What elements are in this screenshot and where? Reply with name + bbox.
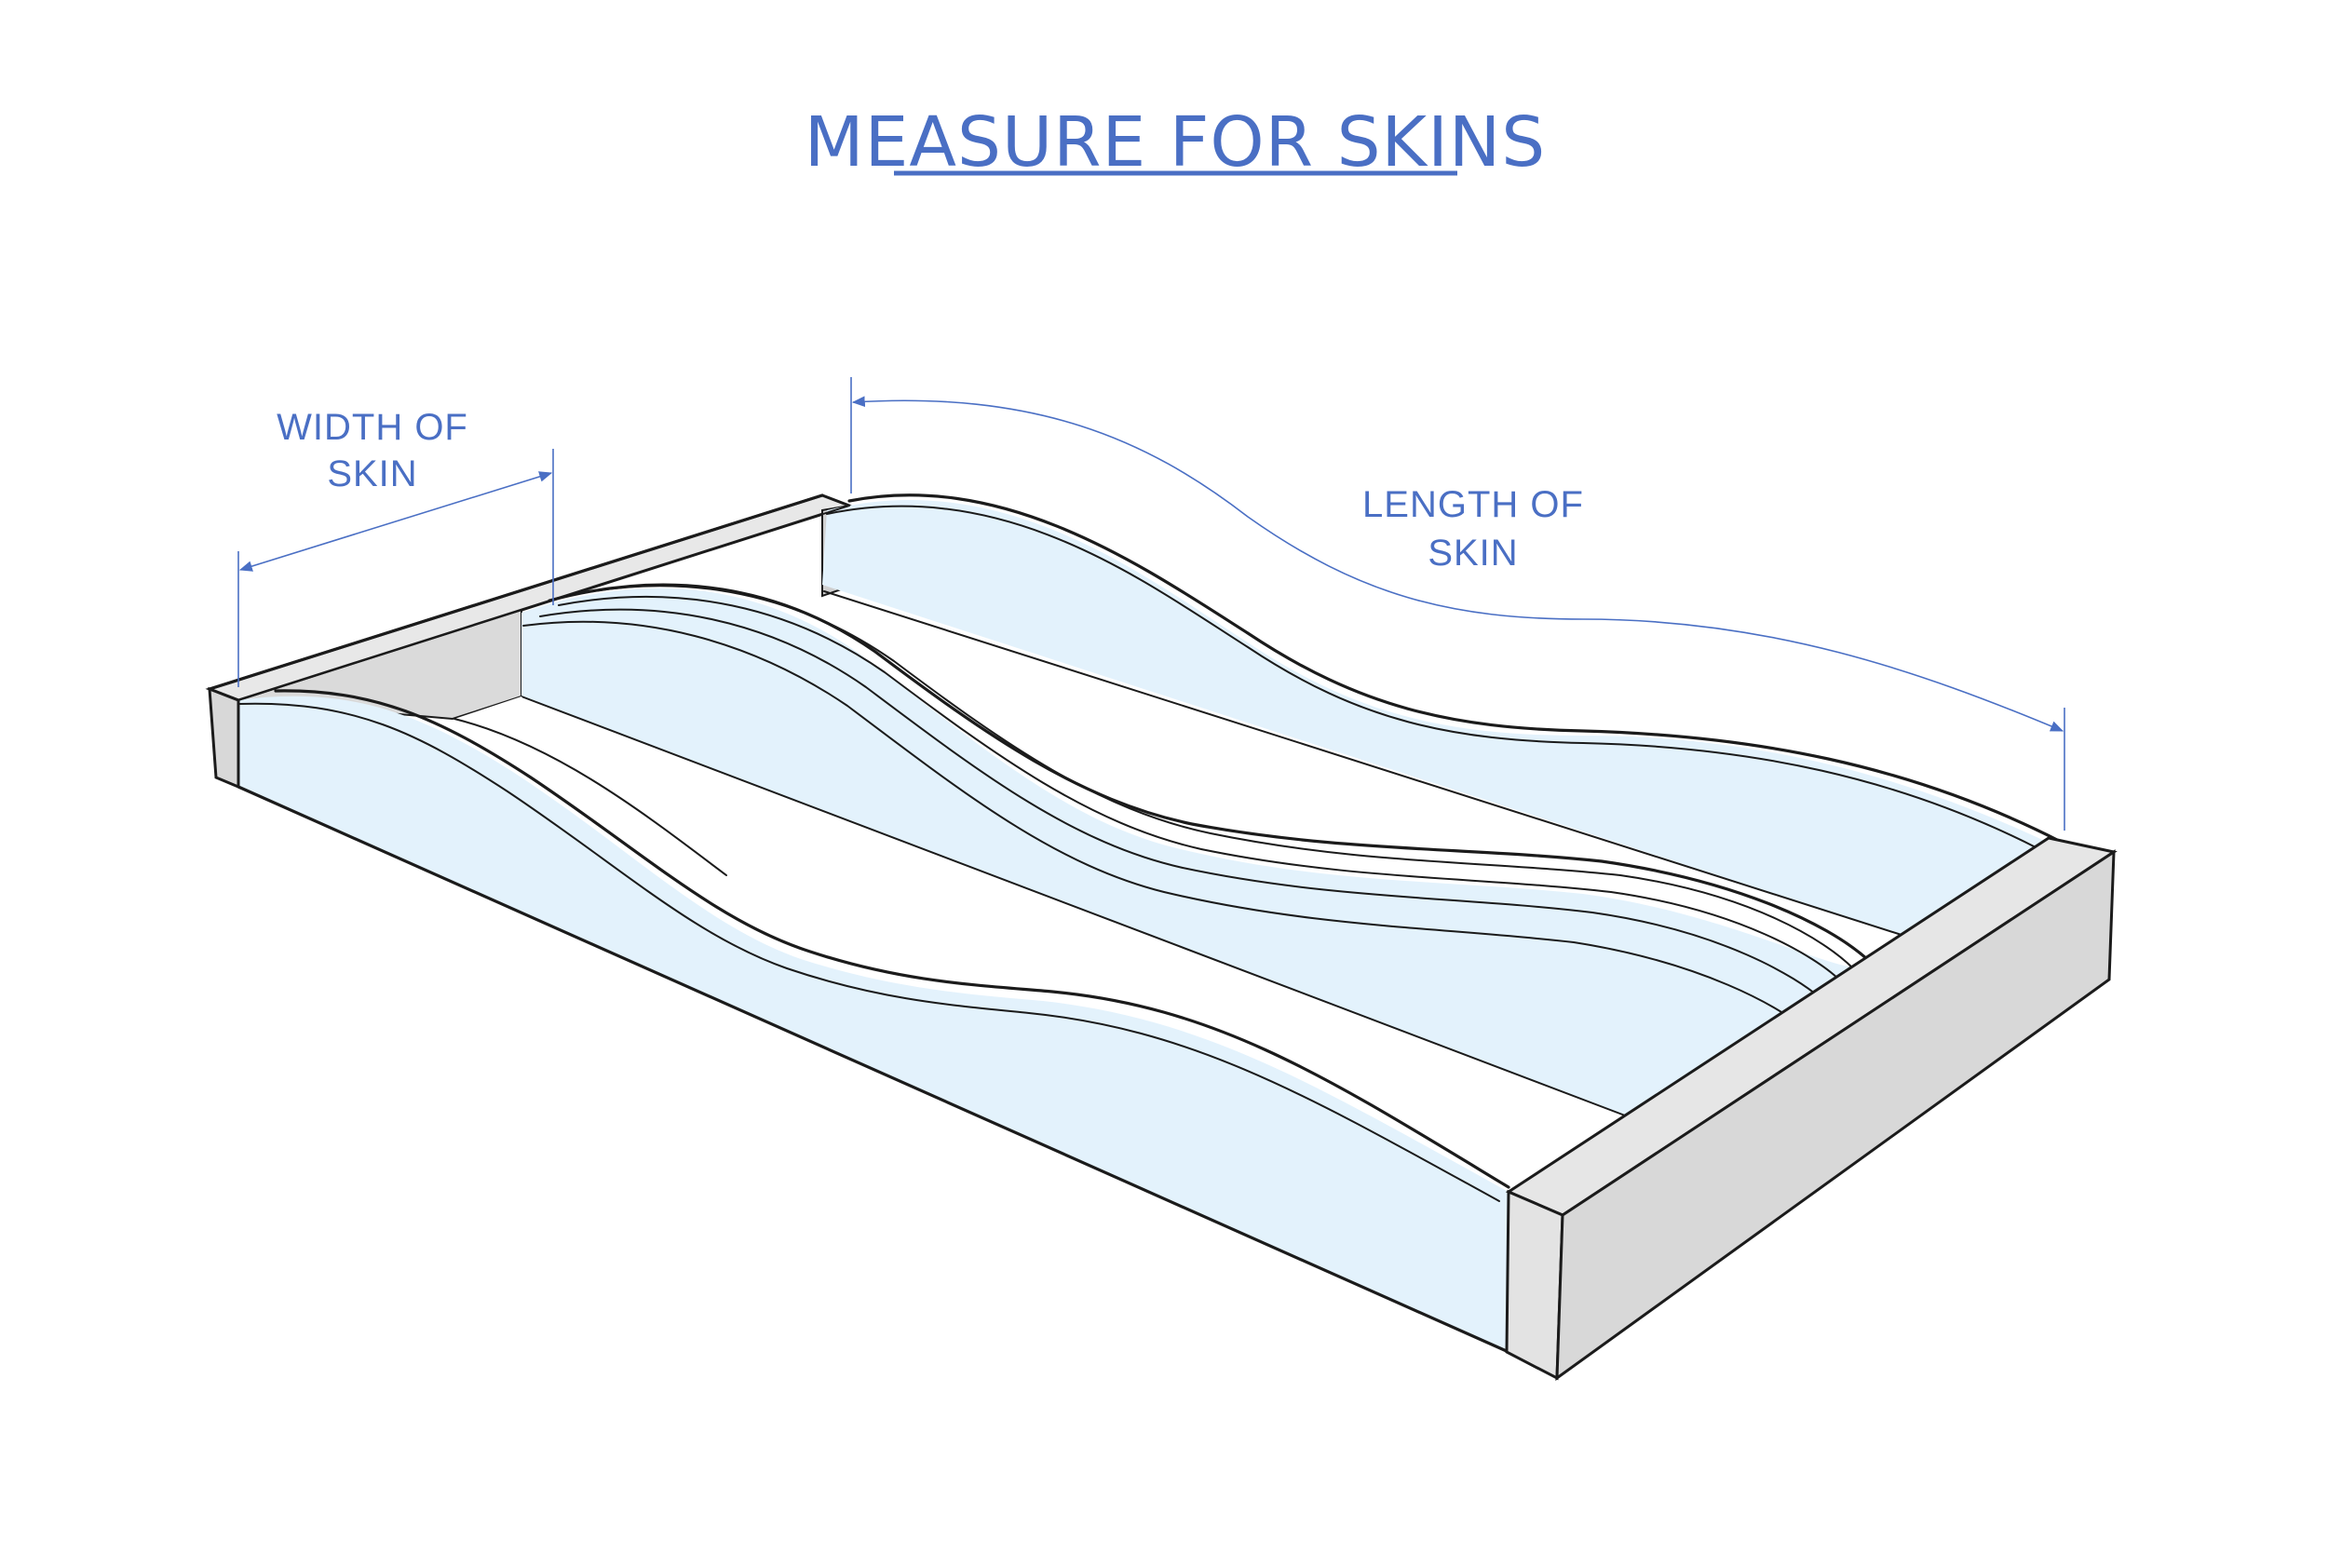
length-dimension-arrow — [851, 396, 2064, 732]
front-skin-inner-edge — [237, 702, 1500, 1202]
length-label-line2: SKIN — [1428, 533, 1518, 574]
back-rail-outer-edge — [208, 493, 824, 691]
middle-skin-layer-2 — [558, 595, 1840, 980]
front-bottom-edge — [237, 785, 1510, 1354]
front-skin-face — [238, 696, 1509, 1352]
right-end-block-side — [1555, 849, 2116, 1382]
front-channel-floor-line — [521, 696, 1626, 1116]
front-skin-valley-edge — [453, 718, 727, 876]
length-label-line1: LENGTH OF — [1362, 484, 1584, 525]
page-title: MEASURE FOR SKINS — [805, 102, 1546, 182]
middle-skin-layer-3 — [539, 608, 1821, 999]
front-skin-top-edge — [274, 689, 1510, 1189]
back-rail-inner-edge — [237, 505, 850, 701]
left-end-block-front — [208, 686, 240, 790]
middle-skin-layer-1 — [567, 585, 1854, 969]
front-skin-left-strip — [454, 696, 577, 787]
width-label-line1: WIDTH OF — [277, 407, 468, 448]
middle-skin-layer-4 — [522, 620, 1803, 1027]
width-dimension-arrow — [238, 471, 553, 572]
right-end-block-front — [1505, 1189, 1564, 1381]
width-label-line2: SKIN — [327, 453, 417, 494]
